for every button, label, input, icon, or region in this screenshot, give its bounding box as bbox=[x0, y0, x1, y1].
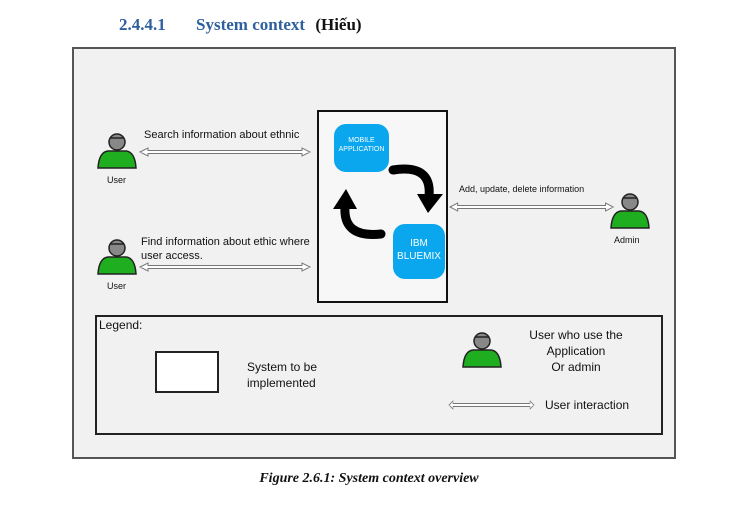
interaction-arrow-user1 bbox=[139, 147, 311, 157]
figure-caption: Figure 2.6.1: System context overview bbox=[259, 471, 479, 486]
user1-interaction-label: Search information about ethnic bbox=[144, 129, 300, 141]
legend-user-text: User who use the Application Or admin bbox=[522, 327, 630, 375]
admin-icon bbox=[610, 193, 650, 229]
section-heading: 2.4.4.1 System context (Hiếu) bbox=[119, 15, 362, 35]
legend-user-line3: Or admin bbox=[551, 360, 601, 374]
user-icon-2 bbox=[97, 239, 137, 275]
cycle-arrow-bottom bbox=[333, 189, 386, 239]
admin-interaction-label: Add, update, delete information bbox=[459, 184, 585, 194]
admin-label: Admin bbox=[614, 235, 640, 245]
legend-box bbox=[95, 315, 663, 435]
interaction-arrow-user2 bbox=[139, 262, 311, 272]
cycle-arrow-top bbox=[388, 164, 443, 213]
section-number: 2.4.4.1 bbox=[119, 15, 166, 34]
user1-label: User bbox=[107, 175, 127, 185]
legend-user-line2: Application bbox=[546, 344, 606, 358]
user2-label: User bbox=[107, 281, 127, 291]
legend-user-line1: User who use the bbox=[529, 328, 623, 342]
ibm-bluemix-box: IBM BLUEMIX bbox=[393, 224, 445, 279]
user-icon-1 bbox=[97, 133, 137, 169]
section-title: System context bbox=[196, 15, 306, 34]
legend-interaction-text: User interaction bbox=[545, 398, 630, 412]
interaction-arrow-admin bbox=[449, 202, 614, 212]
legend-title: Legend: bbox=[99, 318, 143, 332]
mobile-application-box: MOBILE APPLICATION bbox=[334, 124, 389, 172]
legend-system-line2: implemented bbox=[247, 376, 316, 390]
legend-system-text: System to be implemented bbox=[247, 359, 317, 391]
legend-system-line1: System to be bbox=[247, 360, 318, 374]
section-author: (Hiếu) bbox=[315, 15, 362, 34]
legend-system-symbol bbox=[155, 351, 219, 393]
user2-interaction-label-line1: Find information about ethic where bbox=[141, 236, 310, 248]
user2-interaction-label-line2: user access. bbox=[141, 250, 203, 262]
